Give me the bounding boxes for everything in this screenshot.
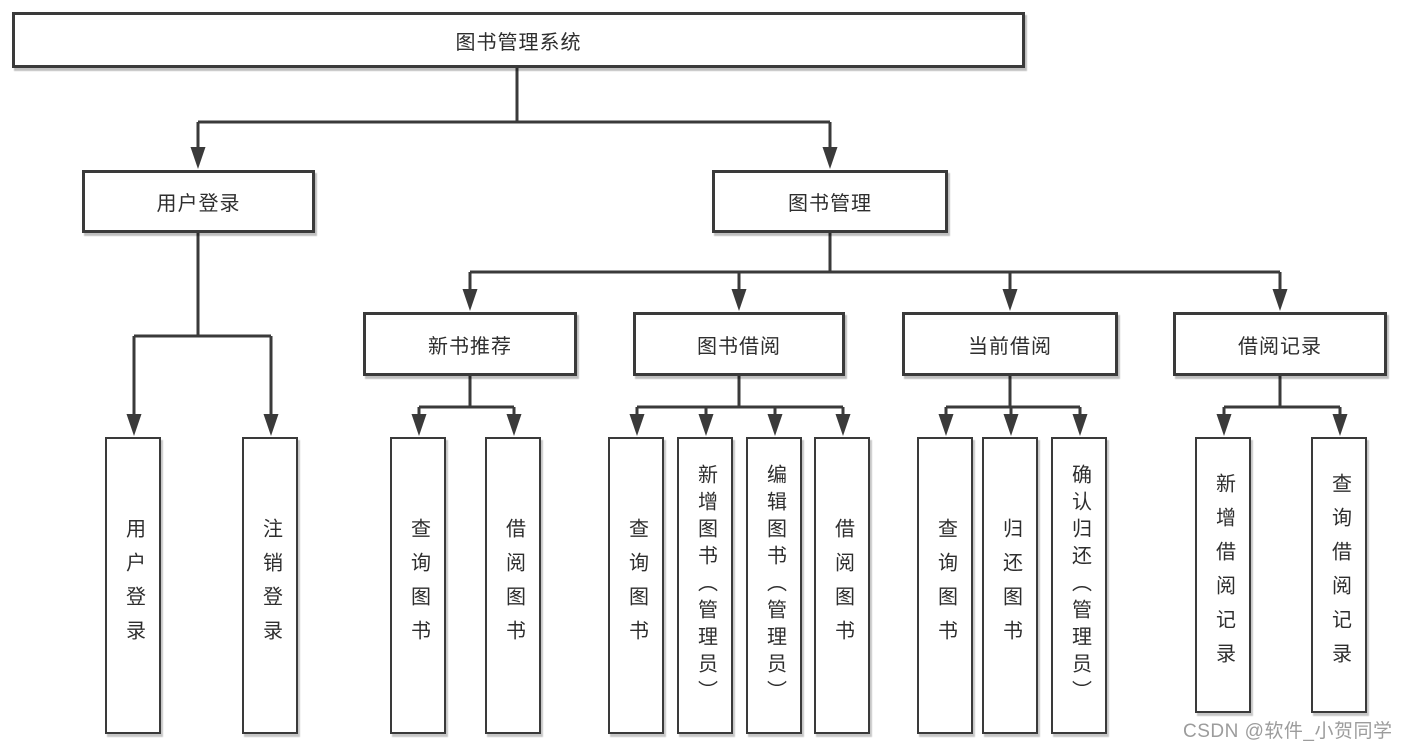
node-leaf-confirm-return-admin: 确认归还（管理员） [1051, 437, 1107, 734]
node-root-system: 图书管理系统 [12, 12, 1025, 68]
node-leaf-edit-book-admin: 编辑图书（管理员） [746, 437, 802, 734]
node-label: 查询图书 [407, 517, 430, 654]
node-leaf-query-borrow-record: 查询借阅记录 [1311, 437, 1367, 713]
node-leaf-return-book: 归还图书 [982, 437, 1038, 734]
node-current-borrow: 当前借阅 [902, 312, 1118, 376]
node-label: 查询图书 [625, 517, 648, 654]
node-label: 查询图书 [934, 517, 957, 654]
node-label: 新增借阅记录 [1212, 473, 1235, 677]
node-label: 注销登录 [259, 517, 282, 654]
node-borrow-records: 借阅记录 [1173, 312, 1387, 376]
node-label: 用户登录 [156, 193, 241, 215]
node-label: 借阅记录 [1238, 335, 1322, 358]
node-leaf-query-book: 查询图书 [608, 437, 664, 734]
node-label: 新增图书（管理员） [694, 464, 717, 707]
node-label: 查询借阅记录 [1328, 473, 1351, 677]
node-new-book-recommend: 新书推荐 [363, 312, 577, 376]
arrowheads [126, 147, 1348, 436]
node-leaf-query-book: 查询图书 [917, 437, 973, 734]
node-label: 借阅图书 [831, 517, 854, 654]
node-leaf-borrow-book: 借阅图书 [814, 437, 870, 734]
node-label: 编辑图书（管理员） [763, 464, 786, 707]
node-book-management-module: 图书管理 [712, 170, 948, 233]
node-label: 图书借阅 [697, 335, 781, 358]
node-label: 图书管理 [788, 193, 872, 215]
node-leaf-add-book-admin: 新增图书（管理员） [677, 437, 733, 734]
node-label: 确认归还（管理员） [1068, 464, 1091, 707]
node-root-label: 图书管理系统 [455, 31, 582, 54]
node-leaf-user-login: 用户登录 [105, 437, 161, 734]
node-label: 新书推荐 [428, 335, 512, 358]
node-label: 借阅图书 [502, 517, 525, 654]
node-label: 当前借阅 [968, 335, 1052, 358]
csdn-watermark: CSDN @软件_小贺同学 [1183, 721, 1393, 742]
node-leaf-logout: 注销登录 [242, 437, 298, 734]
node-book-borrow: 图书借阅 [633, 312, 845, 376]
node-leaf-add-borrow-record: 新增借阅记录 [1195, 437, 1251, 713]
node-leaf-query-book: 查询图书 [390, 437, 446, 734]
node-label: 归还图书 [999, 517, 1022, 654]
node-label: 用户登录 [122, 517, 145, 654]
node-leaf-borrow-book: 借阅图书 [485, 437, 541, 734]
node-user-login-module: 用户登录 [82, 170, 315, 233]
